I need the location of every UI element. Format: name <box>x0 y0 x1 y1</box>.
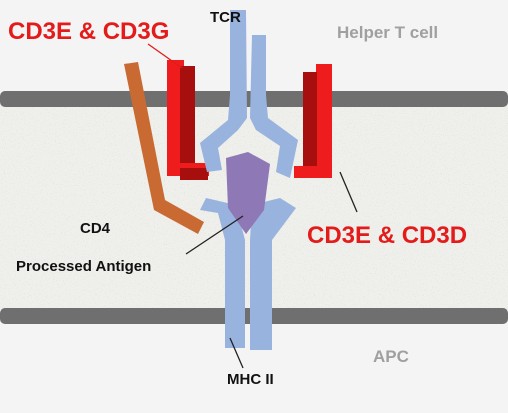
cd3-left-base-inner <box>180 168 208 180</box>
cd3e-cd3d-label: CD3E & CD3D <box>307 222 468 249</box>
tcr-alpha-chain <box>200 10 247 172</box>
tcr-beta-chain <box>250 35 298 178</box>
cd3-right-base <box>294 166 332 178</box>
cd4-coreceptor <box>124 62 204 234</box>
mhc-ii-leader <box>229 337 244 369</box>
apc-label: APC <box>373 347 409 366</box>
cd3g-chain <box>167 60 184 170</box>
processed-antigen-label: Processed Antigen <box>16 258 152 275</box>
mhc-ii-alpha-chain <box>200 198 245 348</box>
cd3e-cd3d-leader <box>339 171 358 213</box>
cd3e-cd3g-leader <box>147 43 183 69</box>
cd3d-chain <box>316 64 332 176</box>
cd4-label: CD4 <box>80 220 111 237</box>
cd3e-chain-left <box>180 66 195 174</box>
tcr-label: TCR <box>210 9 241 26</box>
processed-antigen <box>226 152 270 234</box>
mhc-ii-beta-chain <box>250 198 296 350</box>
antigen-leader <box>185 215 244 255</box>
cd3e-cd3g-label: CD3E & CD3G <box>8 18 170 45</box>
helper-t-cell-label: Helper T cell <box>337 23 439 42</box>
cd3e-chain-right <box>303 72 317 176</box>
mhc-ii-label: MHC II <box>227 371 274 388</box>
